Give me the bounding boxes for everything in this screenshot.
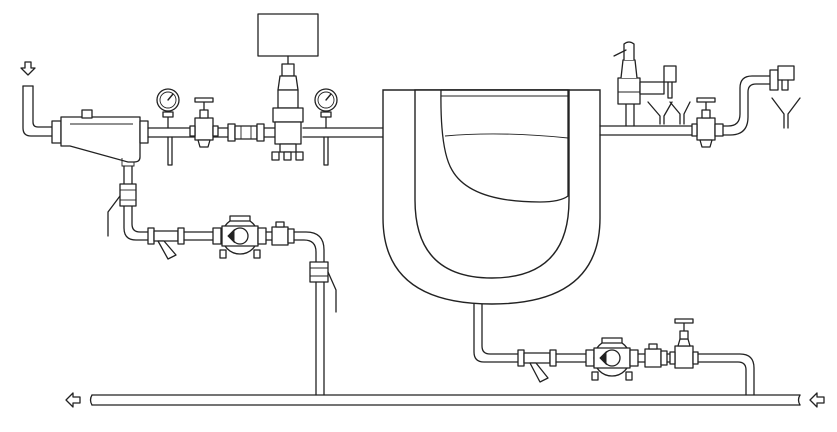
globe-valve-3: [669, 318, 699, 369]
steam-inlet-arrow: [20, 61, 36, 76]
condensate-return-header: [89, 394, 801, 406]
y-strainer-1: [147, 227, 185, 260]
inlet-pipe: [22, 85, 61, 137]
vessel-drain-line: [473, 303, 519, 363]
check-valve-1: [271, 221, 295, 246]
ball-valve-2: [309, 261, 337, 313]
vent-funnel-2: [669, 101, 691, 125]
condensate-outlet-arrow: [65, 392, 81, 408]
condensate-return-arrow: [809, 392, 825, 408]
steam-trap-2: [585, 337, 639, 381]
globe-valve-1: [189, 97, 219, 148]
drain-riser: [293, 231, 325, 263]
vent-funnel-3: [771, 97, 801, 129]
separator-drain-line: [123, 165, 151, 241]
air-vent: [769, 65, 795, 91]
safety-valve: [613, 41, 677, 127]
globe-valve-2: [691, 97, 724, 148]
check-valve-2: [644, 343, 668, 368]
drain-to-return: [697, 353, 755, 396]
vessel-outlet-pipe: [599, 75, 771, 136]
inline-strainer: [227, 123, 265, 142]
steam-trap-1: [212, 215, 267, 259]
vent-funnel-1: [647, 101, 673, 125]
jacketed-vessel: [382, 89, 601, 305]
y-strainer-2: [517, 349, 557, 383]
ball-valve-1: [107, 183, 137, 237]
pressure-gauge-2: [314, 88, 338, 166]
steam-separator: [51, 109, 149, 167]
pressure-gauge-1: [156, 88, 180, 166]
pressure-reducing-valve: [257, 13, 319, 161]
steam-header: [147, 127, 384, 138]
